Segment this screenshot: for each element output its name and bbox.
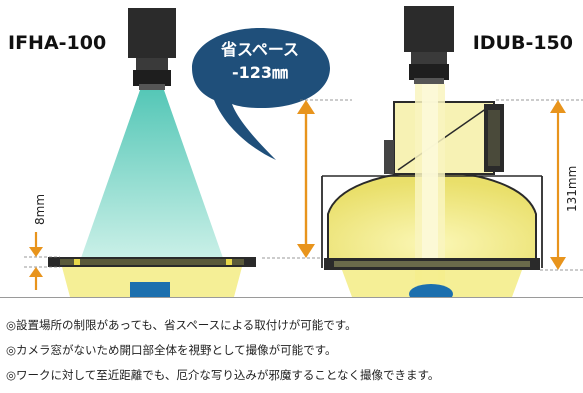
left-field-of-view	[81, 90, 223, 258]
callout-line-2: -123㎜	[231, 63, 289, 82]
callout-bubble	[192, 28, 330, 160]
right-workpiece	[409, 284, 453, 297]
left-camera-lens	[133, 70, 171, 86]
callout-line-1: 省スペース	[220, 40, 300, 59]
middle-dim-arrow-up	[297, 100, 315, 114]
note-1: ◎設置場所の制限があっても、省スペースによる取付けが可能です。	[6, 318, 357, 332]
comparison-illustration: 8mm 131mm	[24, 6, 583, 297]
right-dimension-label: 131mm	[565, 166, 579, 212]
note-3: ◎ワークに対して至近距離でも、厄介な写り込みが邪魔することなく撮像できます。	[6, 368, 440, 382]
right-illumination	[342, 270, 522, 297]
left-camera-mount	[136, 58, 168, 70]
right-camera-lens	[409, 64, 449, 80]
left-dim-arrow-down	[29, 247, 43, 257]
left-dim-arrow-up	[29, 267, 43, 277]
right-dim-arrow-down	[550, 257, 566, 270]
right-product-name: IDUB-150	[472, 32, 573, 54]
left-led-right	[226, 259, 232, 265]
left-camera-lens-ring	[139, 84, 165, 90]
notes-section: ◎設置場所の制限があっても、省スペースによる取付けが可能です。 ◎カメラ窓がない…	[0, 297, 583, 393]
right-base-ring-inner	[334, 261, 530, 267]
right-coaxial-led-panel	[488, 110, 500, 166]
right-camera-mount	[411, 52, 447, 64]
left-product-name: IFHA-100	[8, 32, 107, 54]
callout-text: 省スペース -123㎜	[201, 38, 319, 84]
right-coaxial-bracket	[384, 140, 394, 174]
middle-dim-arrow-down	[297, 244, 315, 258]
left-dimension-label: 8mm	[33, 194, 47, 225]
right-camera-lens-ring	[414, 78, 444, 84]
left-workpiece	[130, 282, 170, 297]
note-2: ◎カメラ窓がないため開口部全体を視野として撮像が可能です。	[6, 343, 337, 357]
left-camera-body	[128, 8, 176, 58]
left-light-panel-inner	[60, 259, 244, 265]
left-led-left	[74, 259, 80, 265]
right-camera-body	[404, 6, 454, 52]
right-dim-arrow-up	[550, 100, 566, 113]
right-view-beam-core	[422, 84, 438, 284]
